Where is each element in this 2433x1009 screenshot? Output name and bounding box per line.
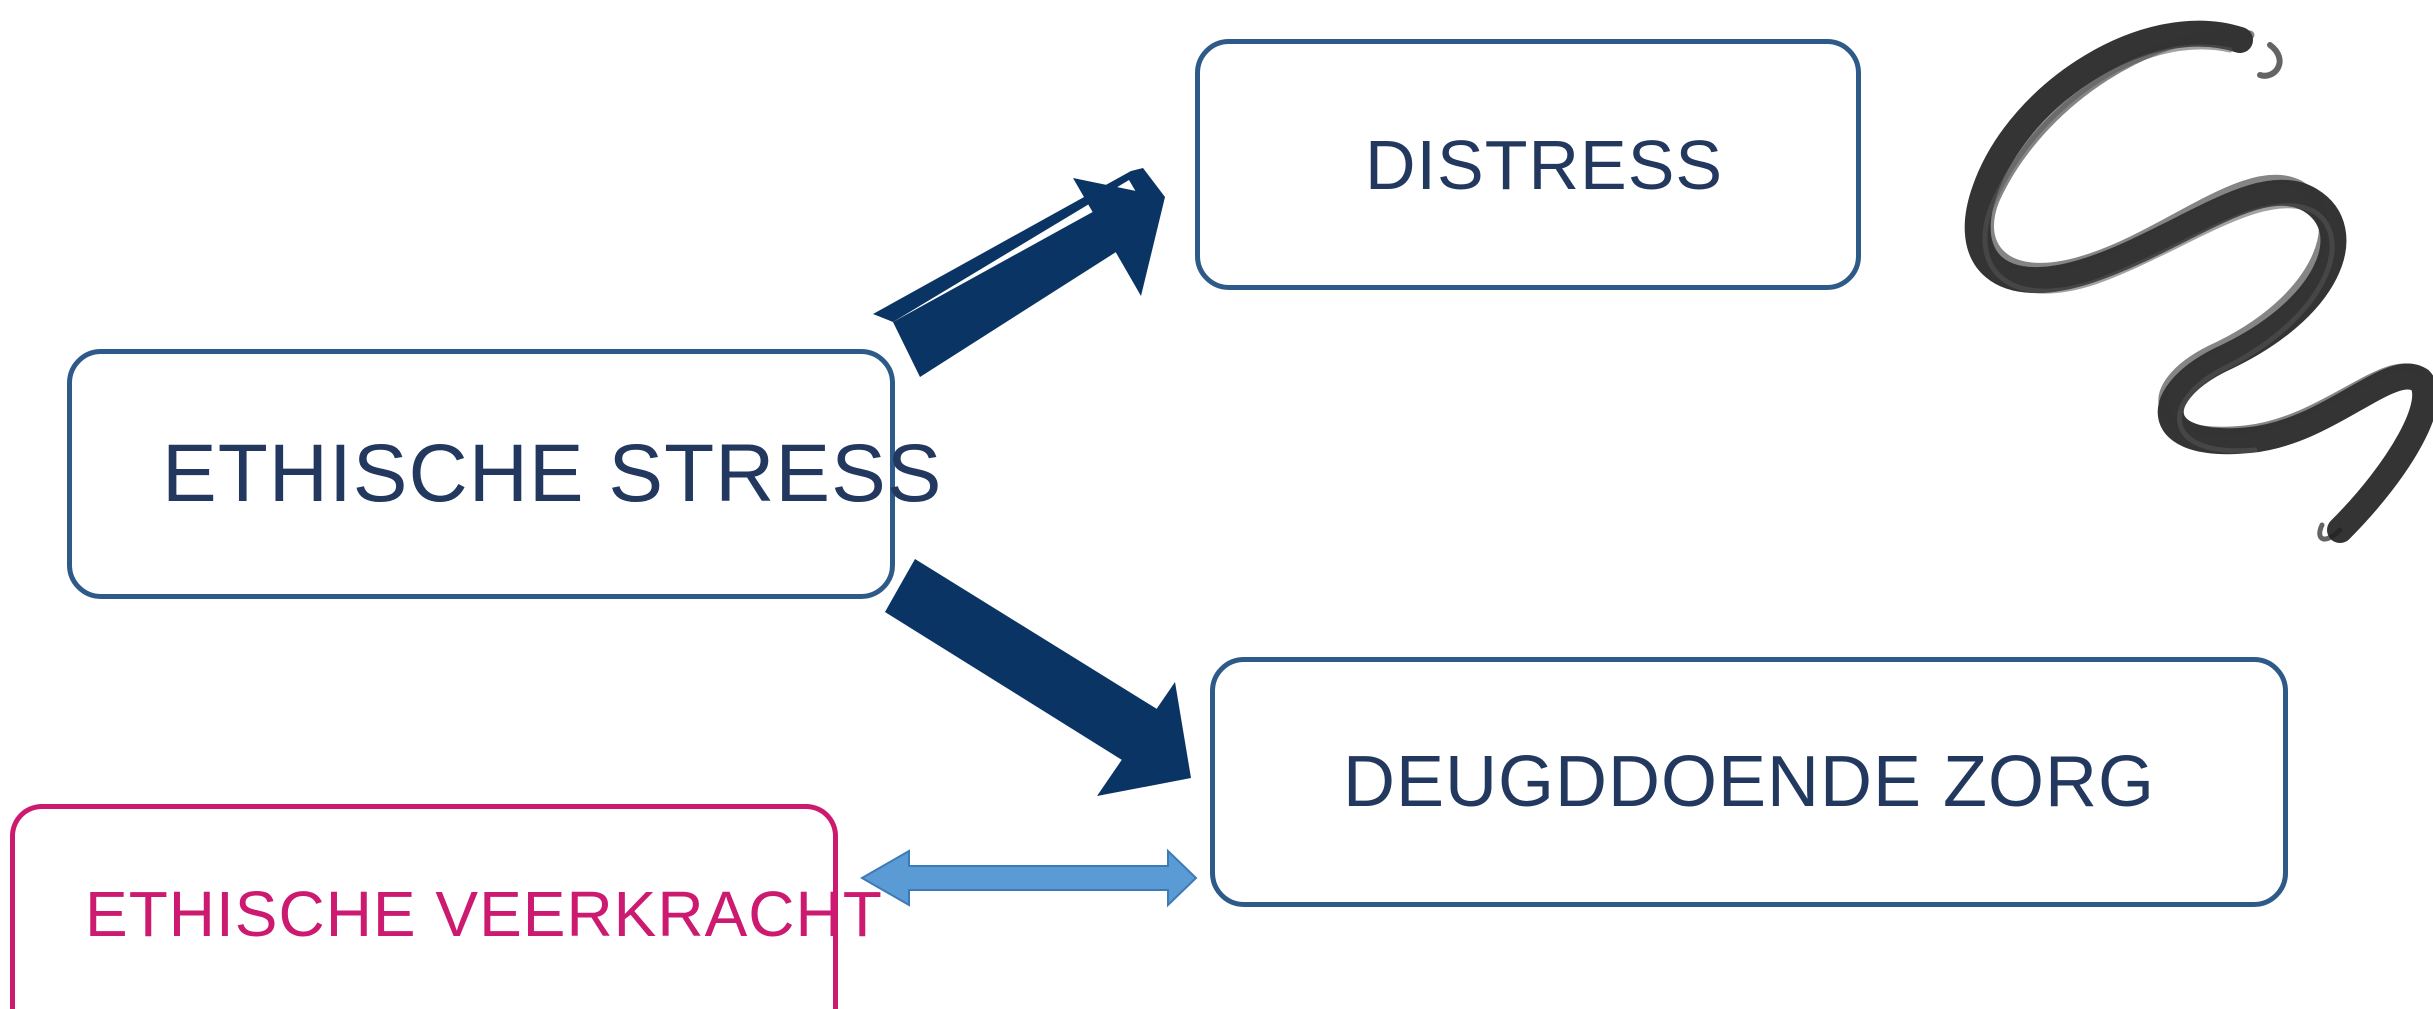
double-arrow-veerkracht-zorg xyxy=(859,848,1198,908)
node-deugddoende-zorg-label: DEUGDDOENDE ZORG xyxy=(1342,742,2156,822)
arrow-head-stress-to-zorg xyxy=(1097,682,1191,796)
arrow-shaft-stress-to-zorg xyxy=(885,559,1157,765)
node-distress: DISTRESS xyxy=(1195,39,1861,290)
node-distress-label: DISTRESS xyxy=(1365,125,1724,204)
brush-stroke-illustration xyxy=(1964,20,2433,543)
node-deugddoende-zorg: DEUGDDOENDE ZORG xyxy=(1210,657,2288,907)
node-ethische-veerkracht-label: ETHISCHE VEERKRACHT xyxy=(85,878,883,950)
arrow-head-stress-to-distress xyxy=(1073,178,1165,296)
node-ethische-stress-label: ETHISCHE STRESS xyxy=(162,428,943,519)
node-ethische-veerkracht: ETHISCHE VEERKRACHT xyxy=(10,804,883,1009)
arrow-stress-to-distress xyxy=(873,168,1165,322)
arrow-shaft-stress-to-distress xyxy=(893,198,1138,377)
node-ethische-stress: ETHISCHE STRESS xyxy=(67,349,943,599)
